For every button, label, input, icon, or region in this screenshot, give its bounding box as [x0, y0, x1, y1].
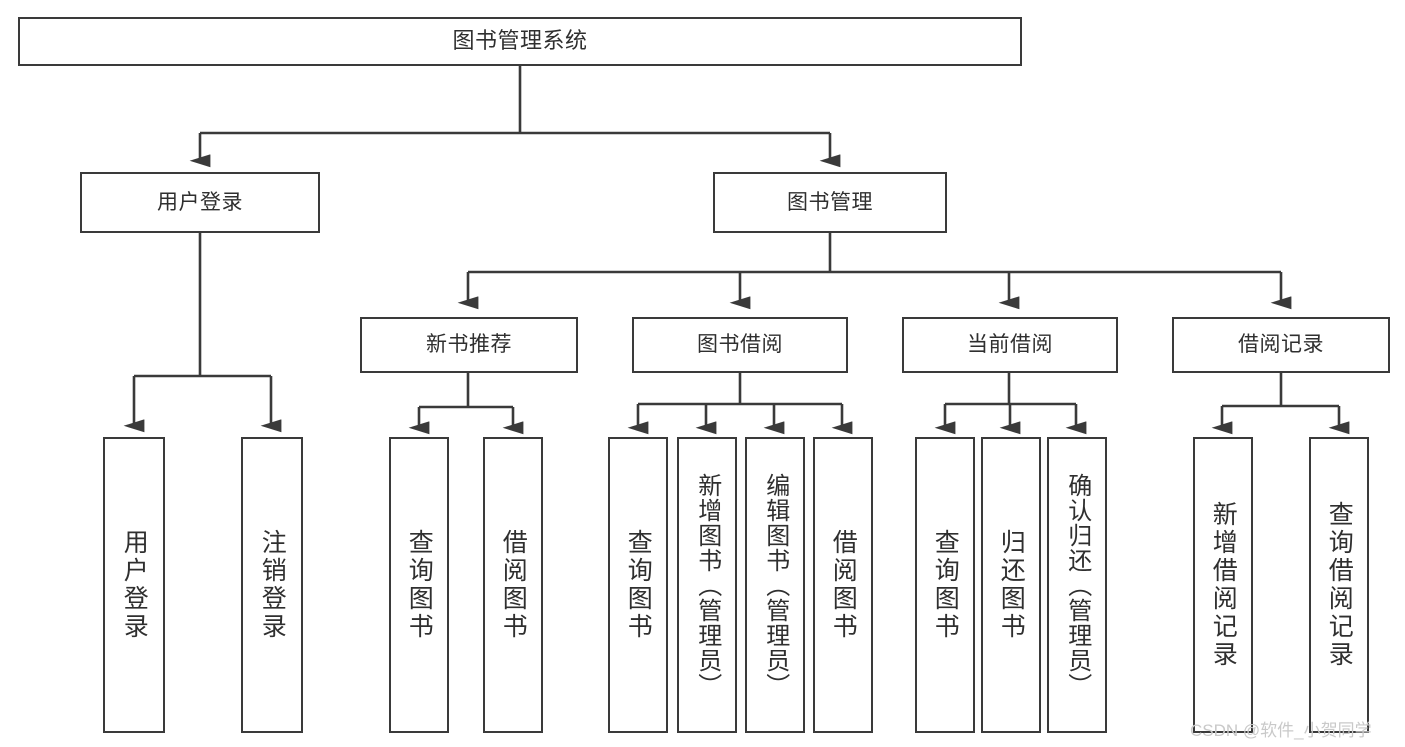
- node-label: 借阅图书: [499, 529, 528, 641]
- leaf-borrow-book-1[interactable]: 借阅图书: [483, 437, 543, 733]
- node-label: 查询图书: [624, 529, 653, 641]
- node-label: 查询借阅记录: [1325, 501, 1354, 669]
- leaf-add-book-admin[interactable]: 新增图书（管理员）: [677, 437, 737, 733]
- node-label: 确认归还（管理员）: [1063, 472, 1091, 698]
- node-label: 借阅图书: [829, 529, 858, 641]
- leaf-query-book-2[interactable]: 查询图书: [608, 437, 668, 733]
- node-label: 注销登录: [258, 529, 287, 641]
- node-label: 用户登录: [120, 529, 149, 641]
- node-label: 图书管理: [787, 190, 873, 214]
- node-label: 图书借阅: [697, 333, 783, 357]
- csdn-watermark: CSDN @软件_小贺同学: [1190, 721, 1372, 740]
- leaf-logout[interactable]: 注销登录: [241, 437, 303, 733]
- node-label: 当前借阅: [967, 333, 1053, 357]
- node-label: 查询图书: [405, 529, 434, 641]
- leaf-edit-book-admin[interactable]: 编辑图书（管理员）: [745, 437, 805, 733]
- leaf-user-login[interactable]: 用户登录: [103, 437, 165, 733]
- node-label: 借阅记录: [1238, 333, 1324, 357]
- node-borrow-record[interactable]: 借阅记录: [1172, 317, 1390, 373]
- node-book-borrow[interactable]: 图书借阅: [632, 317, 848, 373]
- node-user-login[interactable]: 用户登录: [80, 172, 320, 233]
- leaf-query-book-1[interactable]: 查询图书: [389, 437, 449, 733]
- node-label: 编辑图书（管理员）: [761, 472, 789, 698]
- node-label: 归还图书: [997, 529, 1026, 641]
- node-book-management[interactable]: 图书管理: [713, 172, 947, 233]
- leaf-borrow-book-2[interactable]: 借阅图书: [813, 437, 873, 733]
- leaf-query-book-3[interactable]: 查询图书: [915, 437, 975, 733]
- node-label: 新增图书（管理员）: [693, 472, 721, 698]
- node-new-book-recommendation[interactable]: 新书推荐: [360, 317, 578, 373]
- node-label: 新增借阅记录: [1209, 501, 1238, 669]
- leaf-add-borrow-record[interactable]: 新增借阅记录: [1193, 437, 1253, 733]
- node-label: 查询图书: [931, 529, 960, 641]
- leaf-confirm-return-admin[interactable]: 确认归还（管理员）: [1047, 437, 1107, 733]
- node-current-borrow[interactable]: 当前借阅: [902, 317, 1118, 373]
- node-label: 新书推荐: [426, 333, 512, 357]
- node-label: 图书管理系统: [452, 28, 588, 54]
- leaf-return-book[interactable]: 归还图书: [981, 437, 1041, 733]
- node-label: 用户登录: [157, 190, 243, 214]
- node-root-book-management-system[interactable]: 图书管理系统: [18, 17, 1022, 66]
- leaf-query-borrow-record[interactable]: 查询借阅记录: [1309, 437, 1369, 733]
